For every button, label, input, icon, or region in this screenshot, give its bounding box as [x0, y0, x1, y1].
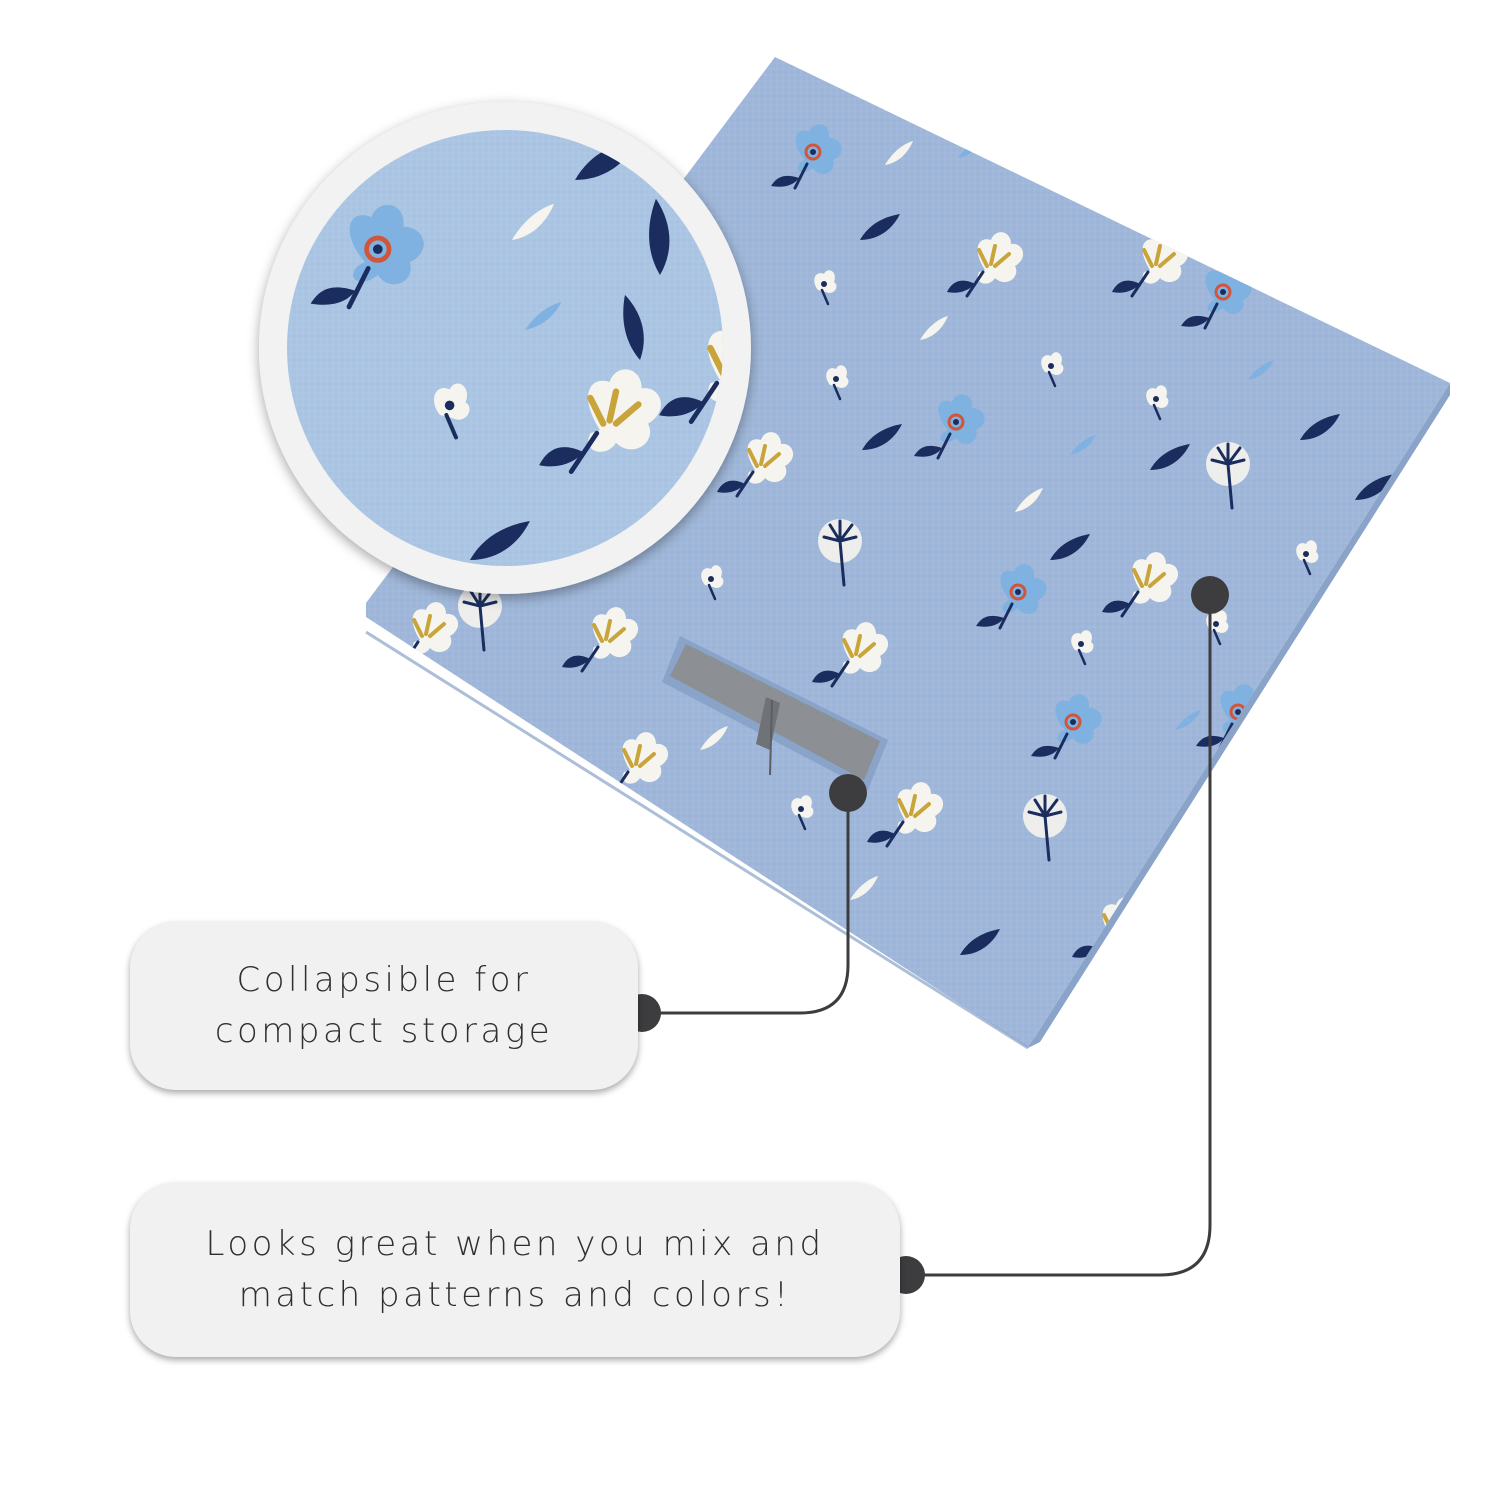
callout-collapsible: Collapsible for compact storage: [130, 922, 638, 1090]
handle-cutout: [662, 636, 888, 790]
callout-mix-match: Looks great when you mix and match patte…: [130, 1183, 900, 1357]
callout-text-line: compact storage: [214, 1011, 554, 1051]
zoom-magnifier: [259, 102, 751, 594]
pointer-dot-icon: [829, 774, 867, 812]
box-seam: [365, 630, 1029, 1050]
callout-text-line: match patterns and colors!: [238, 1275, 792, 1315]
callout-text-line: Collapsible for: [236, 960, 532, 1000]
pointer-dot-icon: [1191, 576, 1229, 614]
callout-text-line: Looks great when you mix and: [205, 1224, 825, 1264]
